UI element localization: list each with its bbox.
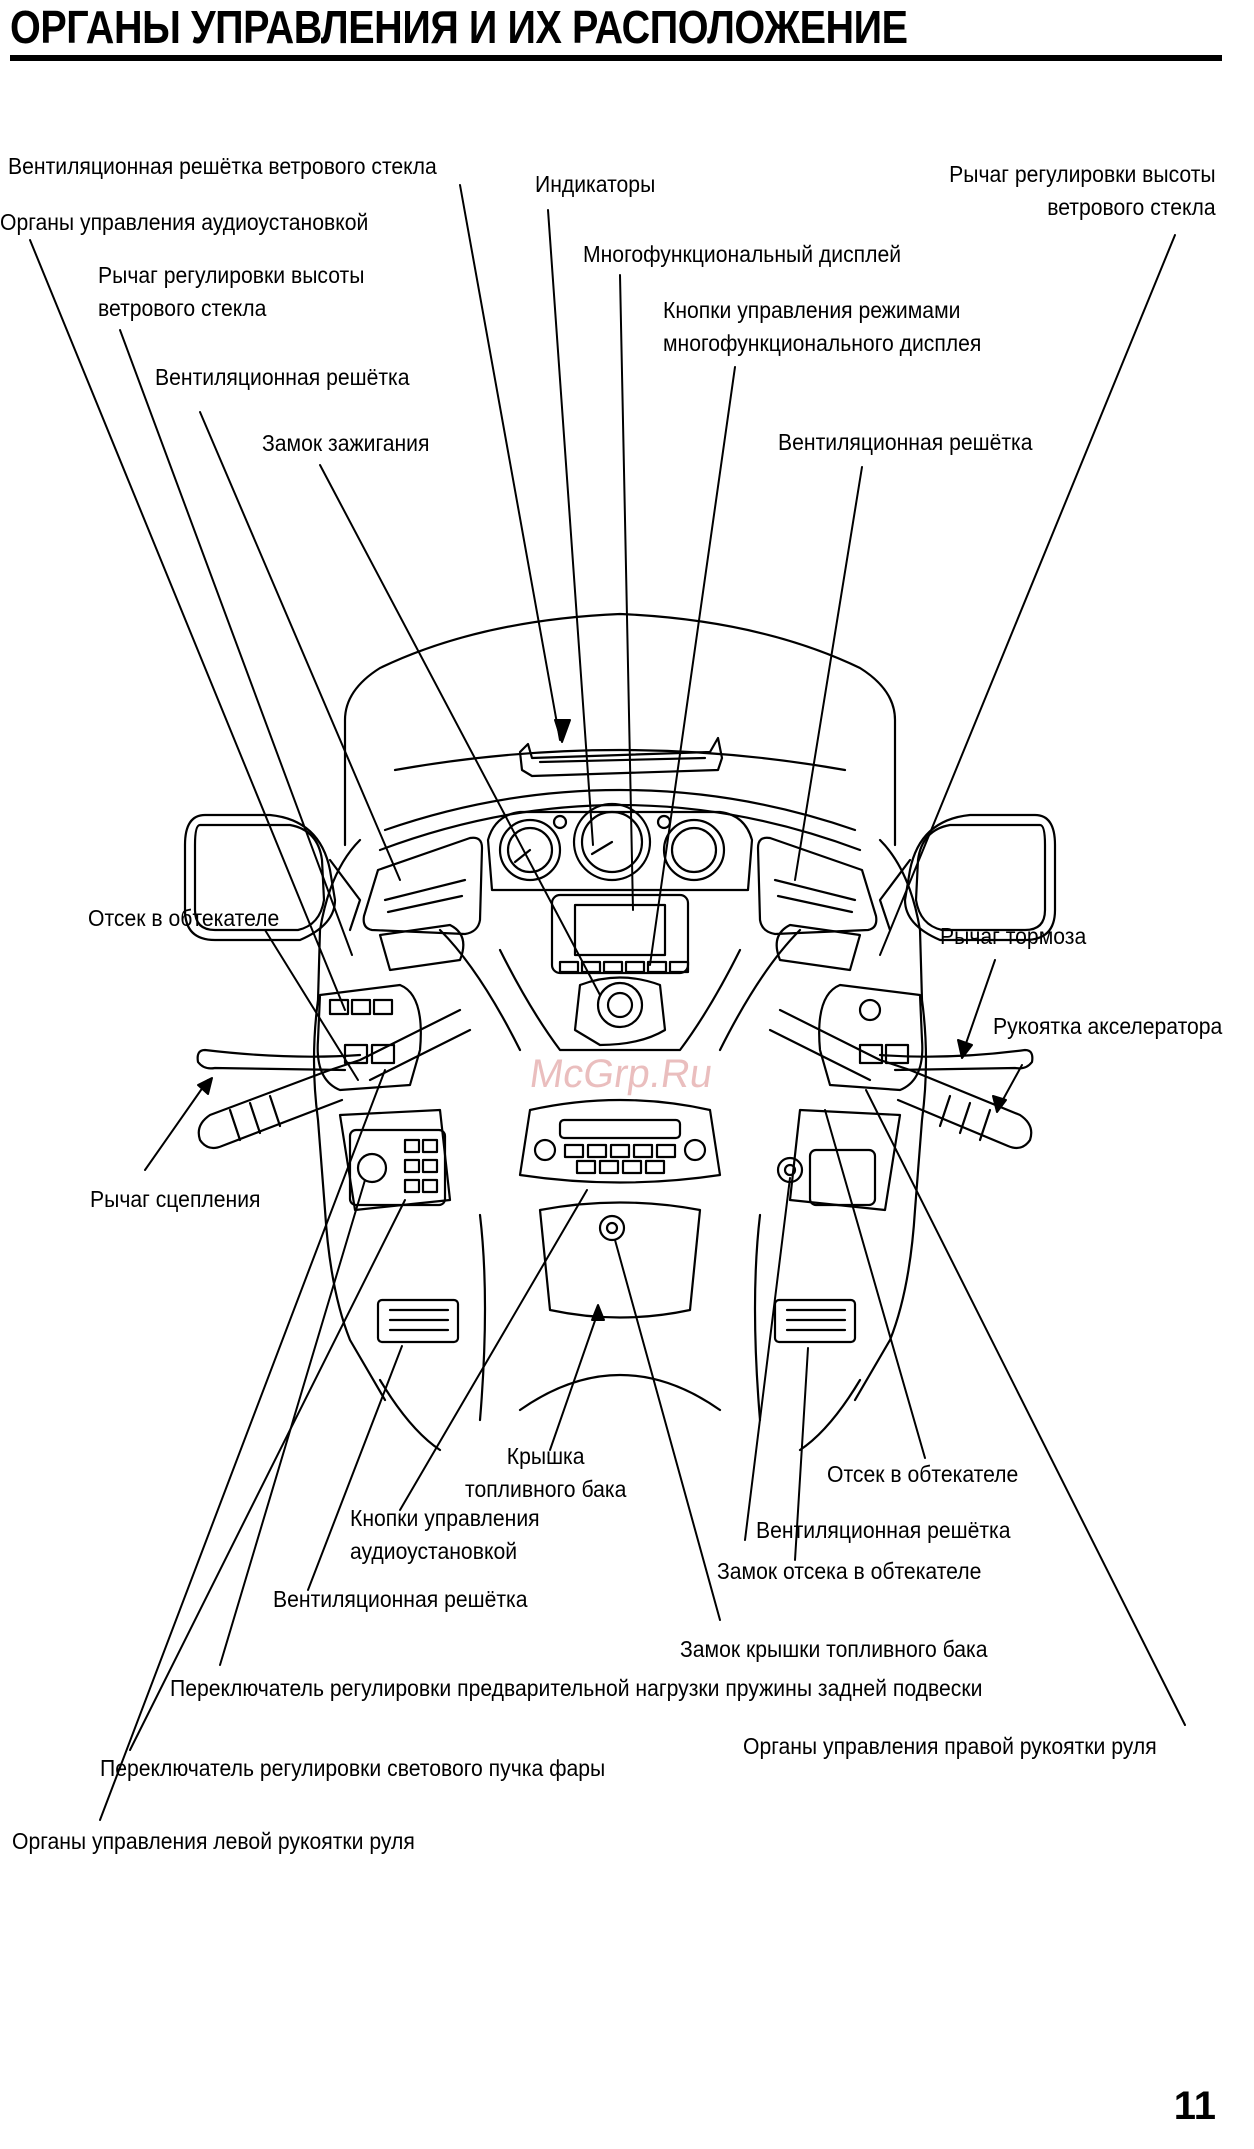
right-handlebar [778,1008,912,1072]
label-vent-windshield: Вентиляционная решётка ветрового стекла [8,153,437,179]
fuel-lid-lock [598,1214,626,1242]
brake-lever-shape [878,1048,1034,1072]
label-vent-right-lower: Вентиляционная решётка [756,1517,1011,1543]
label-display-mode-buttons: Кнопки управления режимами многофункцион… [663,297,982,356]
windshield [343,612,897,847]
label-windshield-lever-left: Рычаг регулировки высоты ветрового стекл… [98,262,365,321]
label-windshield-lever-right: Рычаг регулировки высоты ветрового стекл… [949,161,1216,220]
left-grip [197,1068,344,1150]
label-vent-left-lower: Вентиляционная решётка [273,1586,528,1612]
page-title: ОРГАНЫ УПРАВЛЕНИЯ И ИХ РАСПОЛОЖЕНИЕ [10,1,908,53]
left-mirror [183,813,337,942]
right-compartment-box [808,1148,877,1207]
label-vent-left-upper: Вентиляционная решётка [155,364,410,390]
fairing [312,838,387,1402]
vent-right-upper [756,836,878,936]
ignition-lock [596,981,644,1029]
label-throttle-grip: Рукоятка акселератора [993,1013,1223,1039]
vent-left-upper [362,836,484,936]
left-switch-cluster [348,1128,447,1207]
audio-panel [518,1098,722,1184]
label-compartment-left: Отсек в обтекателе [88,905,280,931]
watermark: McGrp.Ru [526,1052,716,1096]
vent-left-lower [376,1298,460,1344]
gauge-left [498,818,562,882]
label-fuel-lid: Крышка топливного бака [465,1443,627,1502]
label-preload-switch: Переключатель регулировки предварительно… [170,1675,983,1701]
label-left-handlebar: Органы управления левой рукоятки руля [12,1828,415,1854]
mfd-buttons [558,960,690,974]
ignition-housing [573,976,667,1047]
label-compartment-right: Отсек в обтекателе [827,1461,1019,1487]
label-indicators: Индикаторы [535,171,656,197]
label-vent-right-upper: Вентиляционная решётка [778,429,1033,455]
clutch-lever-shape [196,1048,362,1072]
label-headlight-switch: Переключатель регулировки светового пучк… [100,1755,606,1781]
page-number: 11 [1173,2084,1216,2128]
label-multi-display: Многофункциональный дисплей [583,241,902,267]
right-grip [896,1068,1033,1150]
motorcycle-illustration [183,612,1057,1452]
right-switch-housing [818,983,924,1092]
label-ignition: Замок зажигания [262,430,430,456]
leader-lines [29,184,1186,1821]
right-mirror [903,813,1057,942]
right-side-panel [788,1108,902,1212]
label-audio-controls: Органы управления аудиоустановкой [0,209,369,235]
gauge-center [572,802,652,882]
audio-buttons [563,1143,677,1175]
windshield-vent [518,736,724,778]
label-right-handlebar: Органы управления правой рукоятки руля [743,1733,1157,1759]
label-compartment-lock: Замок отсека в обтекателе [717,1558,982,1584]
title-rule [10,55,1222,61]
label-brake-lever: Рычаг тормоза [940,923,1087,949]
label-fuel-lid-lock: Замок крышки топливного бака [680,1636,988,1662]
gauge-right [662,818,726,882]
preload-knob [356,1152,388,1184]
label-audio-buttons: Кнопки управления аудиоустановкой [350,1505,540,1564]
left-switch-housing [316,983,422,1092]
mfd-screen [573,903,667,957]
fuel-lid [538,1201,702,1319]
instrument-panel [486,810,754,892]
vent-right-lower [773,1298,857,1344]
left-handlebar [328,1008,462,1072]
label-clutch-lever: Рычаг сцепления [90,1186,261,1212]
